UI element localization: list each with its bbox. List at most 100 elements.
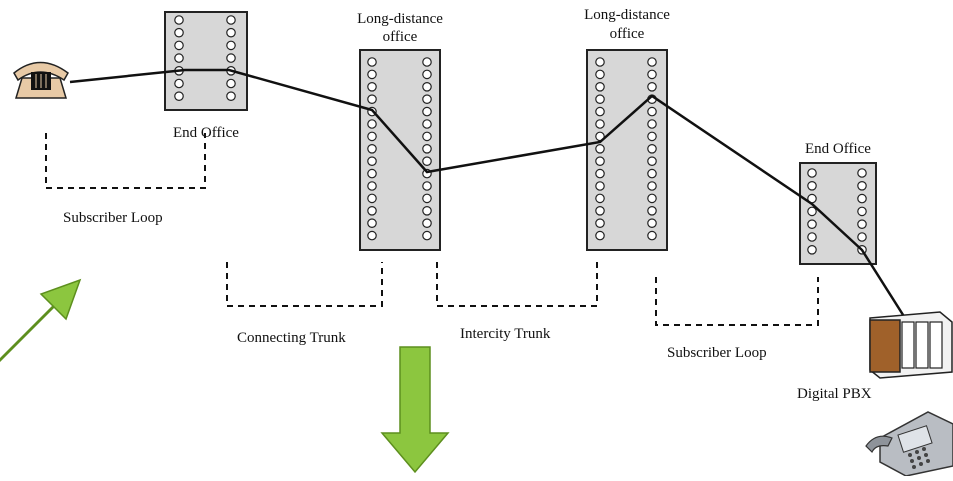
office-port [647, 156, 657, 166]
office-port [422, 57, 432, 67]
office-port [422, 206, 432, 216]
office-port [367, 230, 377, 241]
office-port [647, 69, 657, 80]
office-port [595, 106, 605, 117]
office-port [807, 245, 817, 255]
office-port [807, 219, 817, 229]
office-port [647, 230, 657, 241]
office-port [595, 181, 605, 191]
subscriber-loop-left-label: Subscriber Loop [63, 210, 163, 226]
subscriber-loop-left-bracket [45, 133, 206, 189]
office-port [226, 91, 236, 101]
office-port [367, 181, 377, 191]
office-port [367, 69, 377, 80]
office-port [595, 119, 605, 129]
office-port [422, 119, 432, 129]
office-port [595, 69, 605, 80]
office-port [857, 168, 867, 178]
intercity-trunk-bracket [436, 262, 598, 307]
end-office-right-label: End Office [805, 141, 871, 157]
office-port [422, 69, 432, 80]
office-port [174, 40, 184, 51]
subscriber-loop-right-label: Subscriber Loop [667, 345, 767, 361]
office-port [422, 156, 432, 166]
intercity-trunk-label: Intercity Trunk [460, 326, 551, 342]
office-port [647, 144, 657, 154]
office-port [226, 15, 236, 25]
office-port [422, 230, 432, 241]
office-port [595, 57, 605, 67]
connecting-trunk-bracket [226, 262, 383, 307]
office-port [807, 206, 817, 217]
office-port [422, 193, 432, 204]
office-port [226, 78, 236, 89]
office-port [647, 218, 657, 228]
office-port [367, 131, 377, 142]
end-office-left-label: End Office [173, 125, 239, 141]
office-port [226, 27, 236, 38]
office-port [367, 144, 377, 154]
office-port [647, 131, 657, 142]
office-port [174, 53, 184, 63]
office-port [807, 168, 817, 178]
office-port [857, 206, 867, 217]
office-port [857, 219, 867, 229]
office-port [807, 181, 817, 191]
digital-pbx-label: Digital PBX [797, 386, 872, 402]
office-port [857, 193, 867, 204]
office-port [174, 91, 184, 101]
office-port [367, 156, 377, 166]
office-port [367, 193, 377, 204]
up-right-arrow-icon [0, 278, 82, 363]
office-port [367, 206, 377, 216]
desk-phone-icon [865, 411, 953, 477]
long-distance-office-left-box [359, 49, 441, 251]
telephone-icon [13, 61, 69, 99]
long-distance-office-right-box [586, 49, 668, 251]
office-port [595, 82, 605, 92]
office-port [857, 181, 867, 191]
office-port [595, 230, 605, 241]
office-port [647, 181, 657, 191]
office-port [647, 168, 657, 179]
office-port [367, 82, 377, 92]
office-port [367, 168, 377, 179]
office-port [595, 168, 605, 179]
down-arrow-icon [380, 346, 450, 474]
office-port [647, 206, 657, 216]
office-port [647, 106, 657, 117]
office-port [422, 144, 432, 154]
subscriber-loop-right-bracket [655, 277, 819, 326]
office-port [226, 53, 236, 63]
end-office-left-box [164, 11, 248, 111]
office-port [595, 218, 605, 228]
office-port [367, 218, 377, 228]
office-port [226, 40, 236, 51]
office-port [647, 57, 657, 67]
long-distance-office-left-label-line1: Long-distance [357, 11, 443, 27]
office-port [422, 218, 432, 228]
office-port [422, 82, 432, 92]
office-port [647, 193, 657, 204]
end-office-right-box [799, 162, 877, 265]
long-distance-office-right-label-line1: Long-distance [584, 7, 670, 23]
office-port [595, 144, 605, 154]
office-port [595, 206, 605, 216]
office-port [174, 15, 184, 25]
office-port [595, 156, 605, 166]
office-port [367, 57, 377, 67]
office-port [174, 27, 184, 38]
office-port [647, 119, 657, 129]
office-port [422, 94, 432, 104]
long-distance-office-left-label-line2: office [382, 29, 418, 45]
office-port [422, 131, 432, 142]
office-port [807, 232, 817, 242]
connecting-trunk-label: Connecting Trunk [237, 330, 346, 346]
office-port [367, 119, 377, 129]
office-port [422, 181, 432, 191]
pbx-cabinet-icon [869, 311, 953, 379]
office-port [174, 78, 184, 89]
office-port [367, 94, 377, 104]
office-port [595, 94, 605, 104]
